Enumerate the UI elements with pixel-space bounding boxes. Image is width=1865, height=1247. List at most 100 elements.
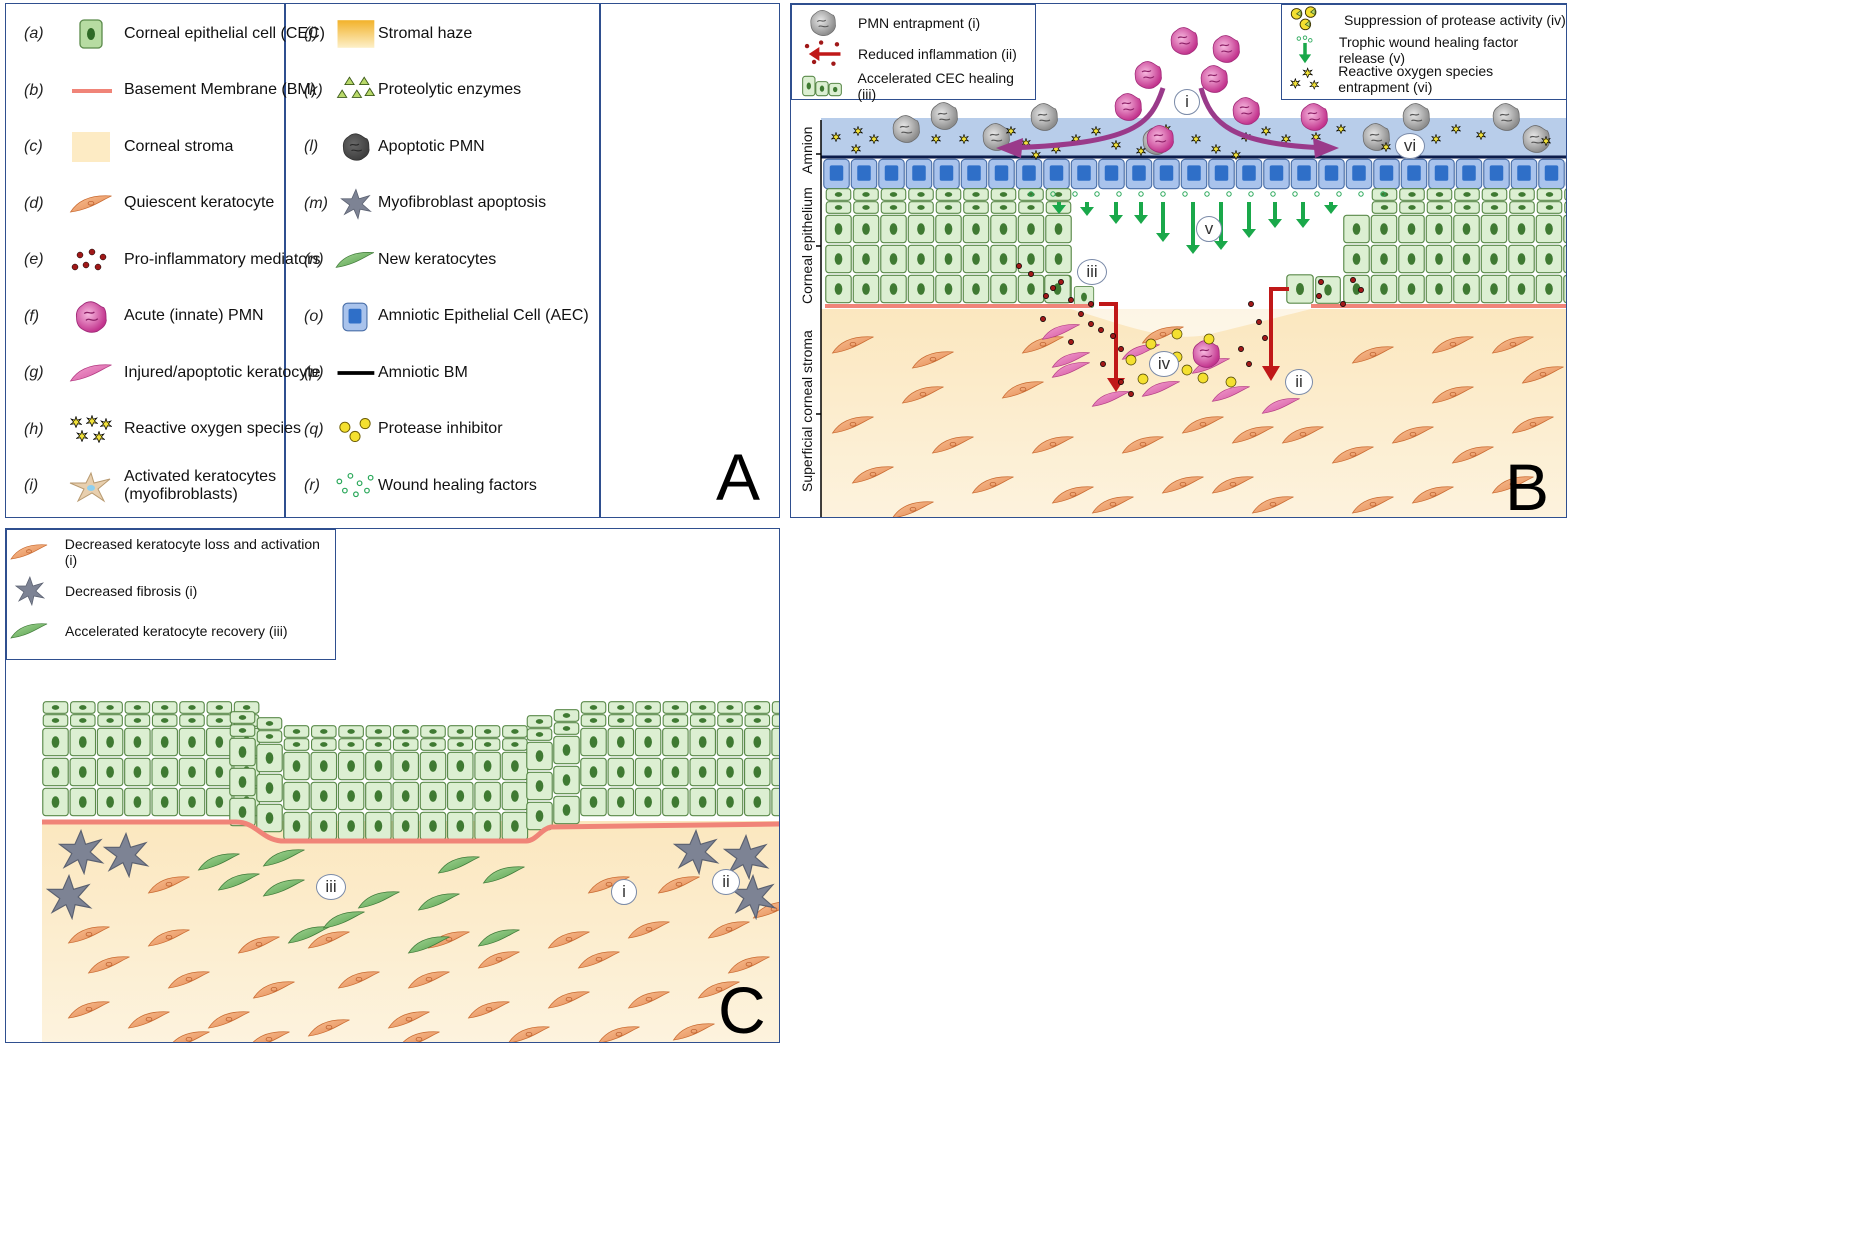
cec-cell: [1563, 244, 1566, 274]
legend-item: (p) Amniotic BM: [304, 353, 468, 393]
quiescent-keratocyte-icon: [10, 544, 48, 560]
legend-item: (n) New keratocytes: [304, 240, 496, 280]
legend-letter: (r): [304, 477, 320, 494]
cec-cell: [526, 741, 553, 771]
cec-cell: [1425, 274, 1453, 304]
protease-inhibitor: [1197, 372, 1209, 384]
cec-cell: [852, 214, 880, 244]
legend-icon-wrap: [332, 71, 378, 111]
cec-cell: [69, 727, 97, 757]
cec-cell: [825, 214, 852, 244]
cec-cell-flat: [474, 725, 501, 738]
new-keratocyte-icon: [335, 251, 375, 268]
ros-entrapment-icon: [1290, 67, 1320, 90]
cec-cell: [716, 787, 744, 817]
aec-cell: [1290, 158, 1318, 190]
legend-letter: (q): [304, 420, 324, 438]
cec-cell-flat: [206, 714, 233, 727]
legend-label: Reactive oxygen species: [124, 420, 301, 438]
legend-item: (l) Apoptotic PMN: [304, 127, 485, 167]
legend-label: Corneal epithelial cell (CEC): [124, 24, 325, 42]
protease-inhibitor: [1203, 333, 1215, 345]
cec-cell-flat: [310, 725, 337, 738]
legend-icon-wrap: [792, 71, 852, 101]
cec-cell: [634, 787, 662, 817]
legend-icon-wrap: [6, 616, 59, 646]
trophic-arrow-head: [1242, 229, 1256, 238]
cec-cell-flat: [908, 201, 934, 214]
legend-icon-wrap: [332, 127, 378, 167]
wound-factor: [1358, 191, 1364, 197]
cec-cell-flat: [392, 725, 419, 738]
wound-factor: [1116, 191, 1122, 197]
cec-cell-flat: [256, 717, 283, 730]
protease-inhibitor: [1181, 364, 1193, 376]
cec-cell: [392, 751, 420, 781]
cec-cell: [446, 781, 474, 811]
aec-cell: [1428, 158, 1455, 190]
legend-letter: (i): [24, 477, 39, 494]
aec-cell: [1318, 158, 1345, 190]
cec-cell: [1453, 244, 1480, 274]
marker-v: v: [1196, 216, 1222, 242]
legend-letter: (d): [24, 194, 44, 212]
acute-pmn: [1300, 102, 1329, 132]
marker-c-iii: iii: [316, 874, 346, 900]
legend-icon-wrap: [66, 466, 124, 506]
cec-cell: [1563, 214, 1566, 244]
aec-row: [823, 158, 1566, 190]
legend-label: Injured/apoptotic keratocyte: [124, 363, 321, 381]
legend-item: (d) Quiescent keratocyte: [24, 184, 274, 224]
legend-icon-wrap: [1278, 64, 1332, 94]
legend-label: Decreased keratocyte loss and activation…: [64, 536, 320, 568]
cec-cell-flat: [908, 188, 934, 201]
cec-cell: [337, 751, 365, 781]
legend-item: (b) Basement Membrane (BM): [24, 71, 316, 111]
cec-cell: [1370, 214, 1398, 244]
cec-cell: [151, 787, 179, 817]
legend-label: Acute (innate) PMN: [124, 307, 264, 325]
cec-cell: [1508, 214, 1535, 244]
cec-cell-flat: [338, 738, 364, 751]
legend-letter: (e): [24, 251, 44, 268]
inflammatory-mediator: [1068, 297, 1074, 303]
cec-cell: [825, 244, 852, 274]
marker-iv: iv: [1149, 351, 1179, 377]
purple-arrow-left: [1005, 87, 1166, 151]
cec-cell: [256, 743, 283, 773]
cec-cell-flat: [502, 738, 528, 751]
cec-cell-flat: [662, 701, 689, 714]
cec-cell: [96, 727, 124, 757]
cec-cell: [1480, 214, 1508, 244]
cec-cell: [580, 757, 607, 787]
legend-icon-wrap: [6, 537, 59, 567]
aec-cell: [933, 158, 960, 190]
legend-item: Trophic wound healing factor release (v): [1278, 34, 1566, 66]
cec-cell: [1425, 214, 1453, 244]
trophic-arrow-head: [1324, 205, 1338, 214]
legend-label: Activated keratocytes(myofibroblasts): [124, 467, 277, 503]
inflammatory-mediator: [1088, 321, 1094, 327]
cec-cell: [935, 274, 962, 304]
wound-factor: [1138, 191, 1144, 197]
legend-item: (a) Corneal epithelial cell (CEC): [24, 14, 325, 54]
acute-pmn: [1134, 60, 1163, 90]
cec-cell: [337, 811, 365, 841]
cec-cell: [1343, 274, 1370, 304]
trophic-arrow-head: [1186, 245, 1200, 254]
cec-cell: [580, 787, 607, 817]
aec-cell: [1538, 158, 1565, 190]
aec-cell: [1015, 158, 1043, 190]
cec-cell: [205, 727, 233, 757]
cec-cell: [501, 751, 529, 781]
legend-icon-wrap: [66, 127, 124, 167]
cec-cell: [825, 274, 852, 304]
layer-label-epithelium: Corneal epithelium: [799, 187, 815, 304]
cec-cell: [771, 787, 779, 817]
inflammatory-mediator: [1350, 277, 1356, 283]
cec-cell: [662, 757, 689, 787]
cec-cell-flat: [229, 711, 256, 724]
cec-cell: [474, 751, 501, 781]
cec-cell: [1017, 274, 1045, 304]
wound-factor: [1292, 191, 1298, 197]
